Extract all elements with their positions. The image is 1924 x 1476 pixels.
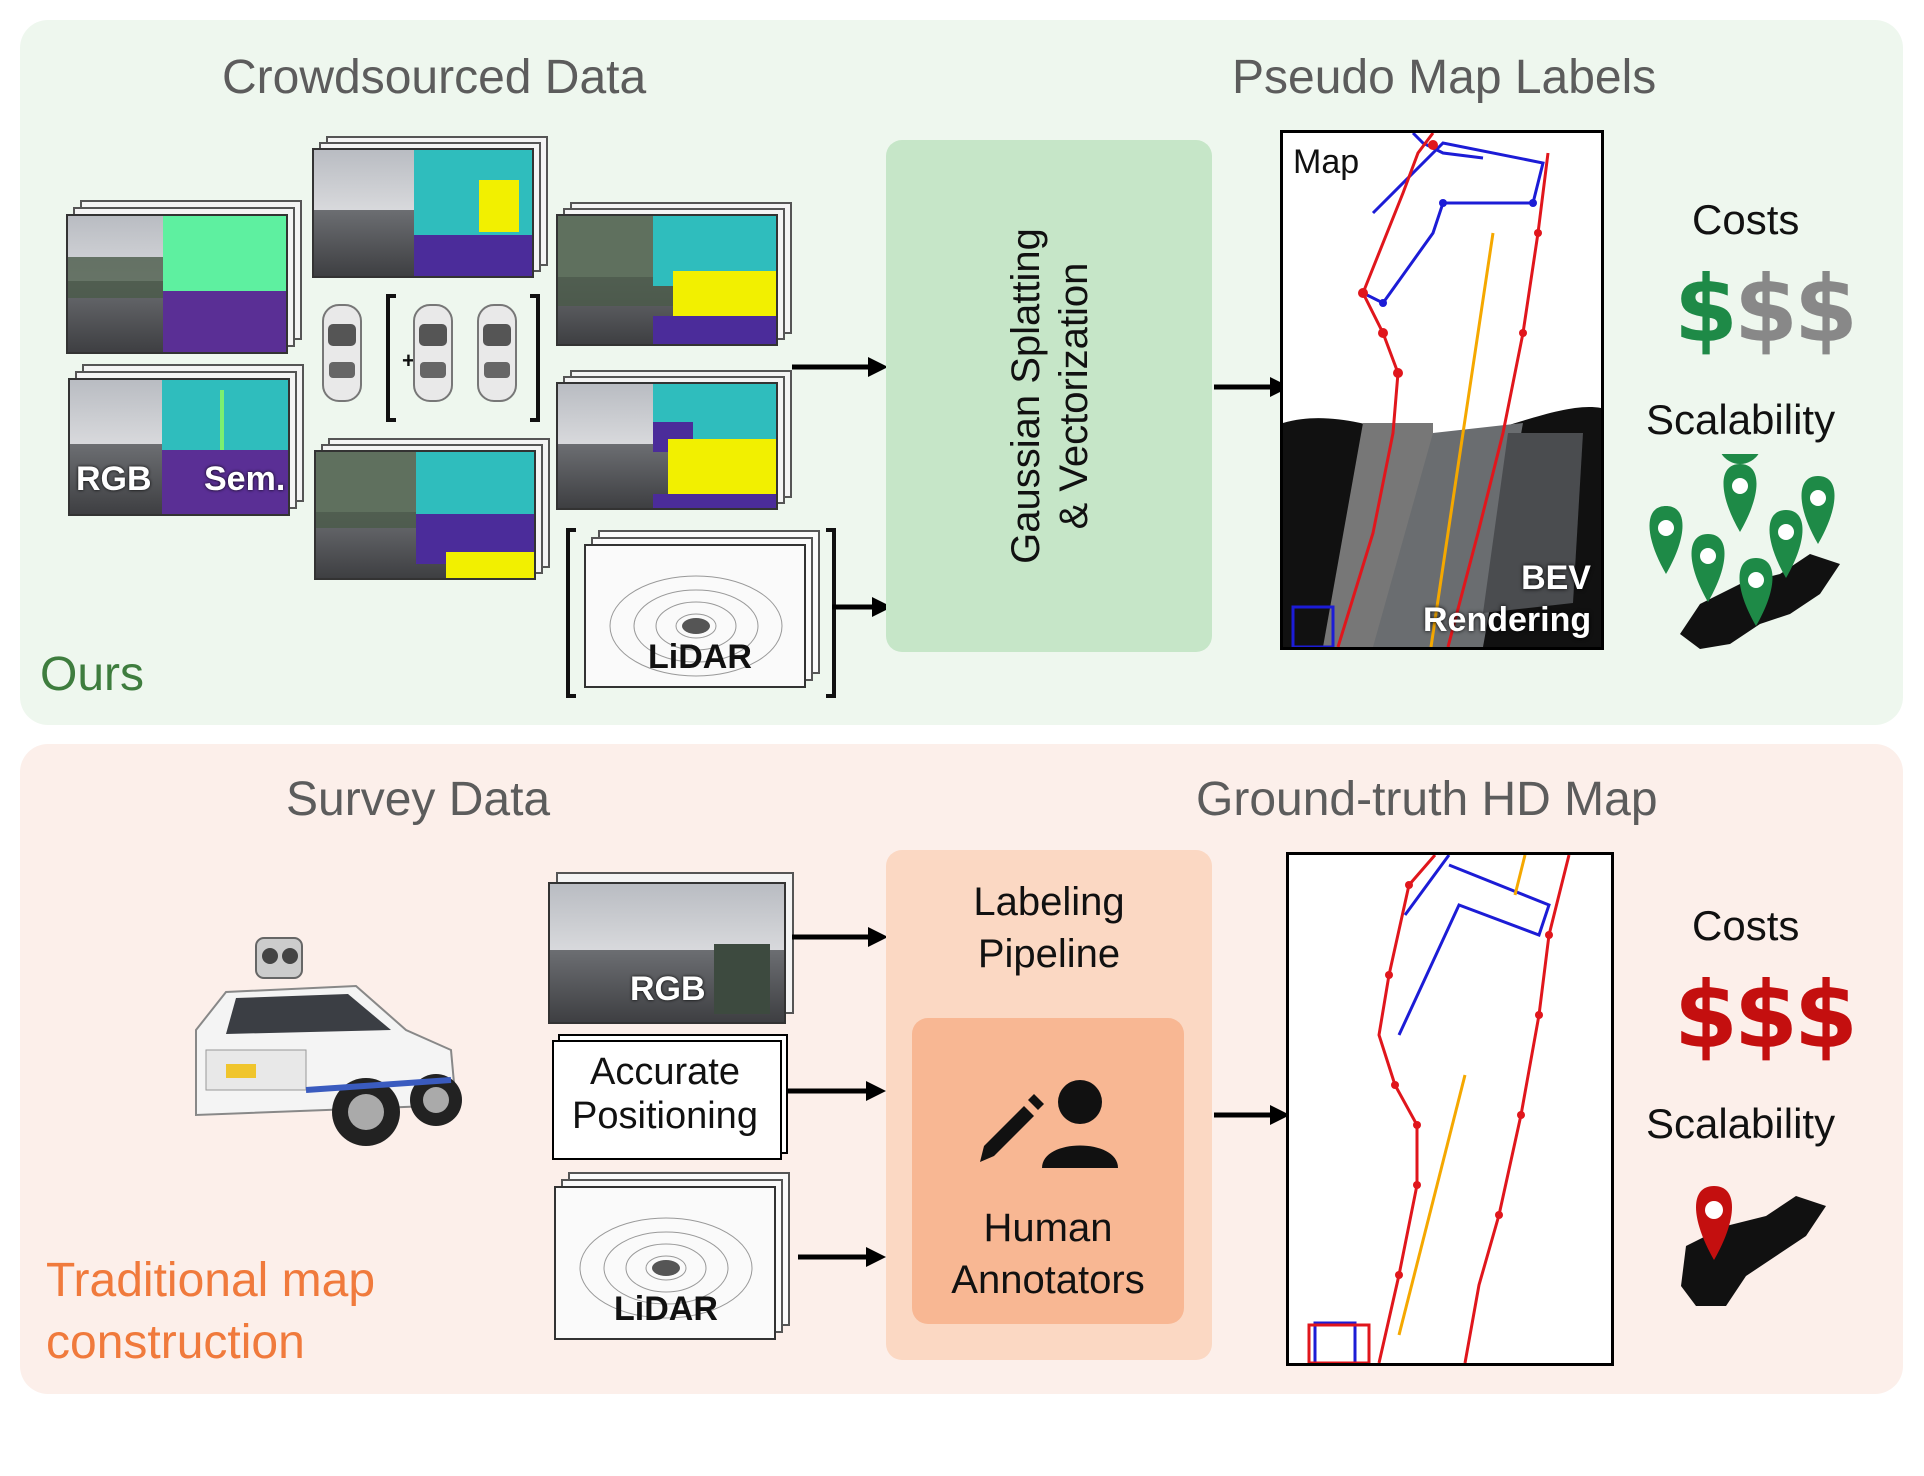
traditional-label: Traditional map construction [46,1254,376,1369]
pseudo-map-labels-title: Pseudo Map Labels [1232,51,1657,104]
arrow-icon [792,357,888,377]
arrow-icon [832,597,892,617]
arrow-icon [798,1247,886,1267]
ours-label: Ours [40,648,145,701]
person-icon [1042,1080,1118,1168]
world-map-pins-icon [1649,454,1840,649]
labeling-pipeline-label: Labeling Pipeline [973,880,1125,976]
camera-stack [312,136,550,278]
lidar-stack: LiDAR [554,1172,790,1340]
costs-label: Costs [1692,196,1800,243]
cost-indicator: $$$ [1674,968,1858,1064]
annotator-icon [980,1080,1118,1168]
lidar-label: LiDAR [648,638,752,676]
rgb-label: RGB [630,970,706,1008]
survey-data-title: Survey Data [286,773,551,826]
camera-stack [556,370,794,510]
semantic-label: Sem. [204,460,286,498]
cost-dollar-active: $ [1794,962,1858,1069]
gaussian-splatting-box: Gaussian Splatting & Vectorization [886,140,1212,652]
lidar-stack: LiDAR [562,522,840,702]
cost-dollar-inactive: $ [1794,256,1858,363]
camera-stack [556,202,794,346]
cost-dollar-active: $ [1674,962,1738,1069]
crowdsourced-data-title: Crowdsourced Data [222,51,647,104]
bev-rendering-label: BEV Rendering [1423,559,1592,639]
scalability-label: Scalability [1646,396,1836,443]
gaussian-splatting-label: Gaussian Splatting & Vectorization [1004,228,1096,564]
vehicle-group: + [318,290,548,426]
accurate-positioning-box: Accurate Positioning [552,1034,788,1160]
human-annotators-label: Human Annotators [951,1206,1145,1302]
rgb-label: RGB [76,460,152,498]
car-icon [477,304,517,402]
cost-dollar-inactive: $ [1734,256,1798,363]
map-lines [1307,855,1571,1363]
lidar-label: LiDAR [614,1290,718,1328]
map-lines [1283,133,1601,647]
car-icon [322,304,362,402]
arrow-icon [1214,1105,1290,1125]
ground-truth-map-view [1286,852,1614,1366]
cost-indicator: $$$ [1674,262,1858,358]
ground-truth-hd-map-title: Ground-truth HD Map [1196,773,1658,826]
map-label: Map [1293,143,1360,182]
car-icon [413,304,453,402]
pseudo-map-view: Map BEV Rendering [1280,130,1604,650]
survey-vehicle-icon [195,937,462,1146]
camera-stack: RGB [548,872,796,1024]
plus-sign: + [402,348,415,373]
world-map-pin-icon [1681,1186,1826,1306]
arrow-icon [792,927,888,947]
labeling-pipeline-box: Labeling Pipeline Human Annotators [886,850,1212,1360]
cost-dollar-active: $ [1734,962,1798,1069]
costs-label: Costs [1692,902,1800,949]
arrow-icon [786,1081,886,1101]
cost-dollar-active: $ [1674,256,1738,363]
scalability-label: Scalability [1646,1100,1836,1147]
camera-stack: RGB Sem. [68,364,306,516]
pencil-icon [980,1094,1044,1162]
camera-stack [66,200,304,354]
camera-stack [314,438,552,580]
human-annotators-box: Human Annotators [912,1018,1184,1324]
